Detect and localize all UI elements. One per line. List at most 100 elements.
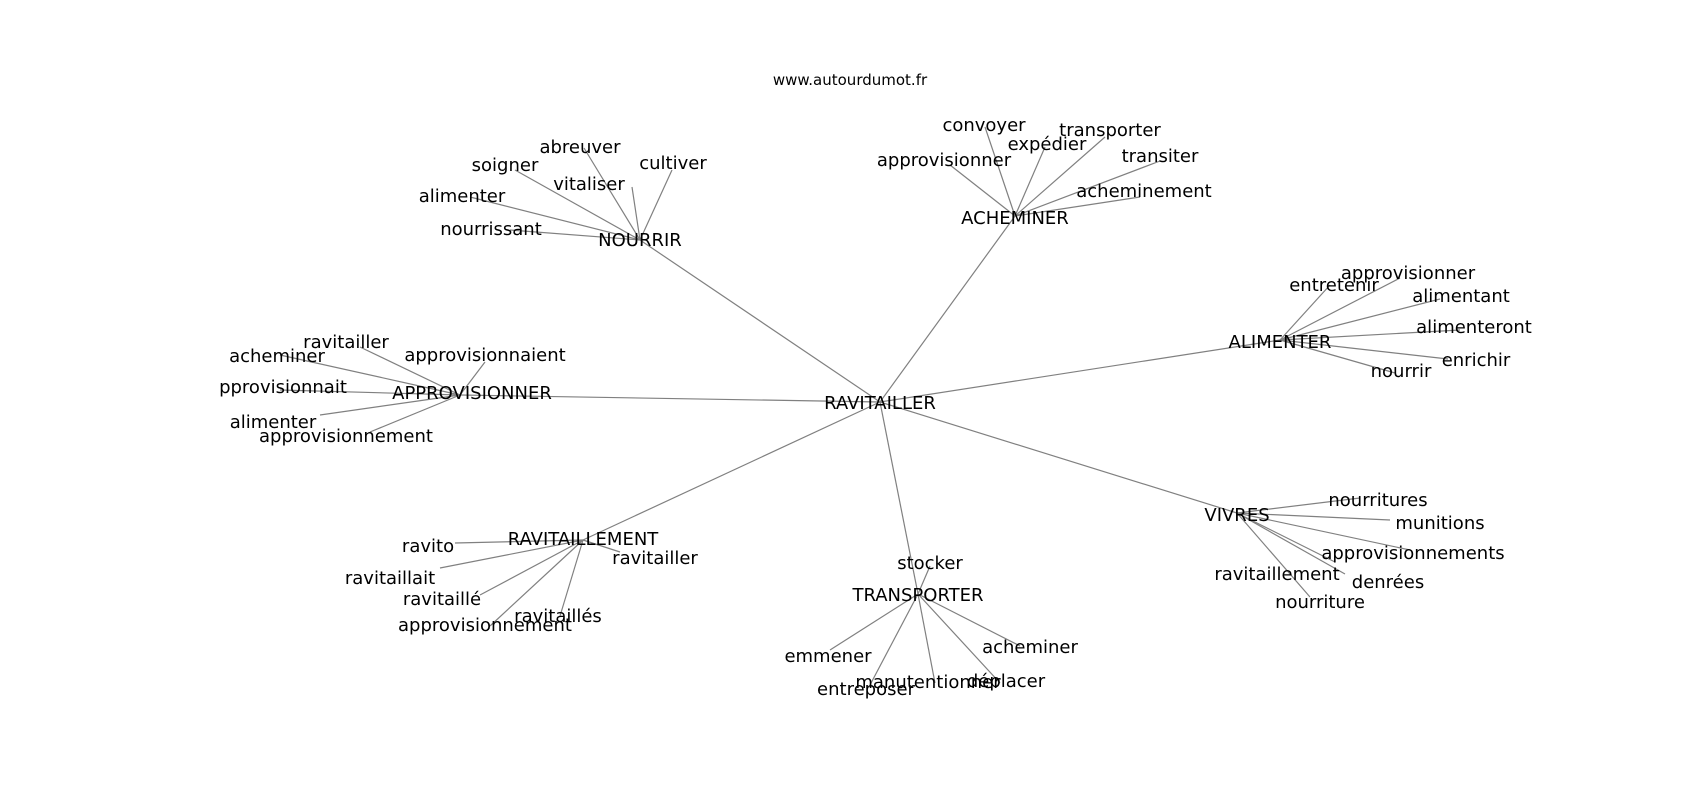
word-node-label: alimenter	[230, 412, 317, 433]
word-node-label: transporter	[1059, 120, 1161, 141]
word-node-label: approvisionner	[877, 150, 1012, 171]
hub-to-word-edge	[582, 539, 621, 553]
hub-to-word-edge	[279, 354, 461, 396]
hub-to-word-edge	[1279, 298, 1441, 341]
hub-node-label: RAVITAILLEMENT	[508, 529, 660, 550]
hub-to-word-edge	[1279, 284, 1331, 341]
hub-to-word-edge	[1014, 160, 1161, 217]
word-node-label: ravitaillait	[345, 568, 435, 589]
hub-to-word-edge	[949, 164, 1016, 217]
word-node-label: emmener	[784, 646, 872, 667]
hub-to-word-edge	[509, 229, 641, 241]
center-node-label: RAVITAILLER	[824, 393, 936, 414]
word-node-label: acheminer	[229, 346, 325, 367]
hub-to-word-edge	[917, 593, 1021, 647]
hub-to-word-edge	[459, 361, 486, 396]
word-node-label: approvisionnement	[259, 426, 433, 447]
word-node-label: approvisionnement	[398, 615, 572, 636]
hub-to-word-edge	[1279, 329, 1461, 341]
word-node-label: munitions	[1395, 513, 1484, 534]
hub-to-word-edge	[639, 169, 673, 241]
hub-to-word-edge	[917, 593, 1001, 684]
hub-to-word-edge	[1279, 277, 1401, 341]
word-node-label: nourriture	[1275, 592, 1365, 613]
word-node-label: ravitaillés	[514, 606, 602, 627]
word-node-label: entretenir	[1289, 275, 1379, 296]
hub-to-word-edge	[1279, 339, 1449, 360]
hub-to-word-edge	[559, 539, 584, 617]
hub-to-word-edge	[1014, 146, 1046, 217]
hub-to-word-edge	[469, 196, 641, 241]
hub-node-label: TRANSPORTER	[851, 585, 983, 606]
word-node-label: alimenteront	[1416, 317, 1532, 338]
word-node-label: approvisionnaient	[404, 345, 565, 366]
center-to-hub-edge	[459, 394, 881, 403]
word-node-label: alimenter	[419, 186, 506, 207]
word-node-label: nourritures	[1328, 490, 1427, 511]
hub-node-label: VIVRES	[1204, 505, 1269, 526]
word-node-label: acheminer	[982, 637, 1078, 658]
hub-to-word-edge	[439, 539, 584, 569]
word-node-label: cultiver	[639, 153, 707, 174]
word-node-label: stocker	[897, 553, 963, 574]
hub-to-word-edge	[984, 126, 1016, 217]
hub-node-label: NOURRIR	[598, 230, 682, 251]
word-node-label: ravitailler	[612, 548, 698, 569]
word-node-label: acheminement	[1076, 181, 1212, 202]
word-node-label: approvisionner	[1341, 263, 1476, 284]
word-node-label: alimentant	[1412, 286, 1510, 307]
word-node-label: ravito	[402, 536, 454, 557]
hub-to-word-edge	[631, 186, 641, 241]
word-node-label: enrichir	[1442, 350, 1511, 371]
word-node-label: approvisionnements	[1321, 543, 1504, 564]
site-watermark: www.autourdumot.fr	[772, 71, 928, 89]
word-node-label: transiter	[1122, 146, 1199, 167]
word-node-label: pprovisionnait	[219, 377, 347, 398]
word-node-label: convoyer	[942, 115, 1026, 136]
hub-to-word-edge	[1014, 136, 1106, 217]
word-node-label: nourrissant	[440, 219, 542, 240]
hub-to-word-edge	[489, 539, 584, 627]
word-node-label: manutentionner	[855, 672, 1001, 693]
hub-to-word-edge	[319, 394, 461, 416]
hub-to-word-edge	[454, 539, 584, 544]
hub-to-word-edge	[279, 389, 461, 396]
hub-to-word-edge	[1236, 497, 1361, 514]
center-to-hub-edge	[879, 215, 1016, 403]
hub-node-label: ALIMENTER	[1229, 332, 1332, 353]
hub-to-word-edge	[359, 346, 461, 396]
hub-to-word-edge	[1014, 196, 1141, 217]
hub-to-word-edge	[514, 169, 641, 241]
word-node-label: ravitaillement	[1214, 564, 1339, 585]
word-node-label: abreuver	[539, 137, 621, 158]
hub-to-word-edge	[1236, 512, 1411, 551]
center-to-hub-edge	[879, 401, 919, 595]
word-node-label: soigner	[472, 155, 539, 176]
hub-to-word-edge	[869, 593, 919, 686]
center-to-hub-edge	[879, 339, 1281, 403]
word-node-label: ravitailler	[303, 332, 389, 353]
hub-to-word-edge	[1236, 512, 1391, 521]
center-to-hub-edge	[879, 401, 1238, 514]
word-node-label: nourrir	[1371, 361, 1432, 382]
center-to-hub-edge	[582, 401, 881, 541]
hub-to-word-edge	[917, 593, 936, 684]
word-node-label: denrées	[1352, 572, 1424, 593]
hub-to-word-edge	[583, 147, 641, 241]
word-node-label: expédier	[1008, 134, 1087, 155]
hub-to-word-edge	[1236, 512, 1311, 598]
hub-to-word-edge	[829, 593, 919, 651]
hub-node-label: ACHEMINER	[961, 208, 1069, 229]
hub-to-word-edge	[369, 394, 461, 433]
hub-to-word-edge	[479, 539, 584, 596]
word-node-label: vitaliser	[553, 174, 625, 195]
hub-to-word-edge	[917, 565, 931, 595]
hub-node-label: APPROVISIONNER	[392, 383, 552, 404]
word-node-label: ravitaillé	[403, 589, 481, 610]
word-node-label: entreposer	[817, 679, 916, 700]
hub-to-word-edge	[1279, 339, 1396, 374]
hub-to-word-edge	[1236, 512, 1336, 563]
word-node-label: déplacer	[967, 671, 1046, 692]
hub-to-word-edge	[1236, 512, 1346, 575]
